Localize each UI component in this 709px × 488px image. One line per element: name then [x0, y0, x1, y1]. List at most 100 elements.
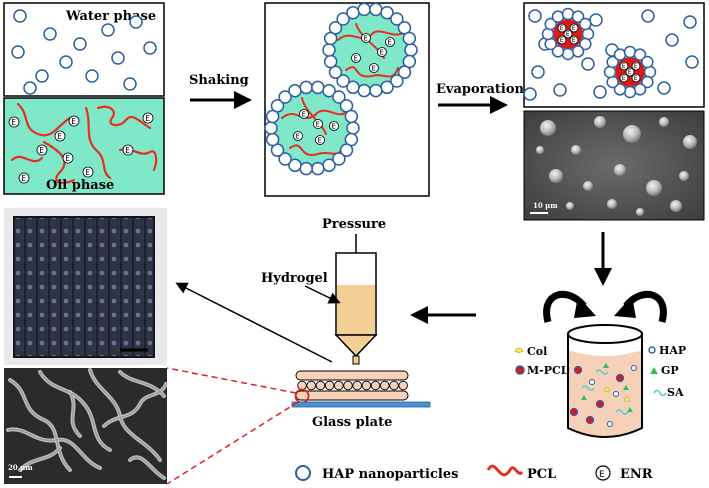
enr-circle: [18, 172, 30, 184]
hap-nanoparticle: [657, 81, 671, 95]
shaking-label: Shaking: [189, 73, 249, 88]
hap-nanoparticle: [633, 83, 647, 96]
droplet-core: [332, 12, 408, 88]
scaffold-strand-end: [380, 380, 390, 391]
m-pcl-particle: [585, 415, 595, 425]
hap-nanoparticle: [311, 161, 325, 176]
enr-circle: [68, 115, 80, 127]
nozzle: [352, 355, 360, 365]
gp-label: GP: [661, 364, 679, 377]
stir-arrow-right-head: [614, 296, 636, 318]
sem-microsphere: [571, 145, 581, 155]
enr-letter: E: [622, 75, 626, 82]
sem-fibre-shade: [129, 456, 165, 479]
enr-circle: [361, 33, 371, 43]
ingredient-legend: Col M-PCL HAP GP SA: [514, 344, 686, 399]
ingredient-col: Col: [514, 345, 547, 358]
enr-molecule: E: [293, 131, 303, 141]
enr-circle: [557, 23, 567, 33]
m-pcl-particle: [569, 407, 579, 417]
hap-particle: [631, 365, 637, 371]
pcl-chain: [301, 97, 327, 135]
enr-circle: [619, 61, 629, 71]
enr-molecule: E: [62, 152, 74, 164]
hap-nanoparticle: [623, 45, 637, 59]
hap-nanoparticle: [23, 81, 37, 95]
oil-phase-label: Oil phase: [46, 178, 114, 193]
sem-microsphere: [659, 117, 669, 127]
hap-nanoparticle: [551, 45, 565, 58]
hap-nanoparticle: [332, 90, 346, 104]
scaffold-photo: [4, 208, 167, 365]
sem-fibre-shade: [103, 383, 167, 427]
hap-nanoparticle: [571, 10, 585, 23]
hap-nanoparticle: [336, 12, 350, 26]
hap-nanoparticle: [344, 109, 359, 124]
enr-circle: [569, 35, 579, 45]
zoom-connector-bottom: [166, 401, 299, 485]
enr-circle: [631, 73, 641, 83]
legend-hap: HAP nanoparticles: [295, 465, 458, 482]
scaffold-strand-end: [370, 380, 381, 391]
enr-molecule: E: [569, 35, 579, 45]
enr-letter: E: [296, 132, 300, 140]
pcl-chain: [96, 105, 152, 130]
hap-nanoparticle: [265, 132, 280, 147]
enr-letter: E: [364, 34, 368, 42]
enr-molecule: E: [329, 121, 339, 131]
to-photo-arrow: [175, 282, 333, 363]
hap-nanoparticle: [551, 10, 565, 23]
sa-chain: [595, 369, 609, 375]
scaffold-strand-end: [306, 380, 316, 391]
enr-circle: [631, 61, 641, 71]
scaffold-sem-image: 20 μm: [4, 368, 168, 484]
enr-molecule: E: [299, 109, 309, 119]
m-pcl-particle: [615, 373, 625, 383]
hap-nanoparticle: [129, 15, 143, 29]
col-fibre: [623, 397, 631, 402]
enr-letter: E: [316, 120, 320, 128]
enr-molecule: E: [361, 33, 371, 43]
ingredient-mpcl: M-PCL: [515, 364, 569, 377]
enr-circle: [54, 130, 66, 142]
hap-nanoparticle: [390, 12, 404, 26]
hap-nanoparticle: [278, 90, 292, 104]
enr-molecule: E: [625, 67, 635, 77]
hap-nanoparticle: [332, 152, 346, 166]
hap-nanoparticle: [641, 55, 654, 69]
hap-nanoparticle: [288, 83, 302, 98]
enr-icon: [595, 465, 611, 481]
hap-nanoparticle: [579, 37, 592, 51]
mpcl-icon: [515, 365, 525, 375]
hap-nanoparticle: [404, 43, 418, 57]
hap-nanoparticle: [299, 80, 313, 95]
enr-letter: E: [634, 75, 638, 82]
enr-circle: [329, 121, 339, 131]
enr-letter: E: [57, 132, 62, 141]
hap-nanoparticle: [346, 121, 360, 135]
enr-molecule: E: [8, 116, 20, 128]
sa-chain: [615, 409, 629, 415]
enr-icon-letter: E: [599, 470, 605, 480]
water-phase-particles: [11, 9, 157, 95]
hap-nanoparticle: [544, 37, 557, 51]
enr-letter: E: [572, 37, 576, 44]
enr-letter: E: [11, 118, 16, 127]
enr-letter: E: [302, 110, 306, 118]
hap-nanoparticle: [683, 15, 697, 29]
enr-molecule: E: [631, 73, 641, 83]
sem-fibre-shade: [69, 391, 81, 437]
hap-nanoparticle: [593, 85, 607, 99]
hap-nanoparticle: [339, 143, 354, 157]
ingredient-gp: GP: [650, 364, 679, 377]
hap-nanoparticle: [85, 69, 99, 83]
sem-microsphere: [549, 169, 563, 183]
printed-scaffold: [294, 370, 409, 404]
mpcl-label: M-PCL: [527, 364, 569, 377]
legend-hap-label: HAP nanoparticles: [322, 467, 458, 482]
enr-letter: E: [634, 63, 638, 70]
enr-letter: E: [560, 25, 564, 32]
enr-letter: E: [125, 146, 130, 155]
hap-nanoparticle: [581, 27, 595, 41]
enr-letter: E: [21, 174, 26, 183]
